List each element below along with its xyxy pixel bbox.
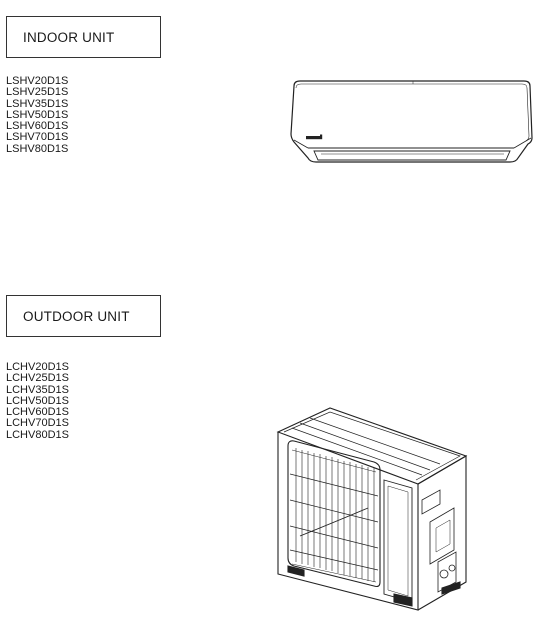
indoor-model-item: LSHV25D1S [6, 86, 69, 99]
outdoor-unit-heading-box: OUTDOOR UNIT [6, 295, 161, 337]
outdoor-model-item: LCHV35D1S [6, 383, 69, 396]
outdoor-unit-illustration [276, 407, 468, 611]
brand-logo [306, 134, 323, 140]
outdoor-model-item: LCHV60D1S [6, 406, 69, 419]
outdoor-model-item: LCHV25D1S [6, 372, 69, 385]
indoor-unit-heading: INDOOR UNIT [23, 29, 115, 45]
outdoor-model-item: LCHV50D1S [6, 394, 69, 407]
indoor-model-item: LSHV50D1S [6, 108, 69, 121]
outdoor-model-list: LCHV20D1S LCHV25D1S LCHV35D1S LCHV50D1S … [6, 361, 69, 441]
outdoor-unit-heading: OUTDOOR UNIT [23, 308, 130, 324]
indoor-unit-heading-box: INDOOR UNIT [6, 16, 161, 58]
indoor-model-item: LSHV70D1S [6, 131, 69, 144]
indoor-unit-illustration [290, 80, 533, 163]
indoor-model-item: LSHV35D1S [6, 97, 69, 110]
indoor-model-item: LSHV60D1S [6, 120, 69, 133]
outdoor-model-item: LCHV70D1S [6, 417, 69, 430]
indoor-model-item: LSHV80D1S [6, 142, 69, 155]
outdoor-model-item: LCHV20D1S [6, 361, 69, 373]
indoor-model-list: LSHV20D1S LSHV25D1S LSHV35D1S LSHV50D1S … [6, 75, 69, 155]
indoor-model-item: LSHV20D1S [6, 75, 69, 87]
outdoor-model-item: LCHV80D1S [6, 428, 69, 441]
